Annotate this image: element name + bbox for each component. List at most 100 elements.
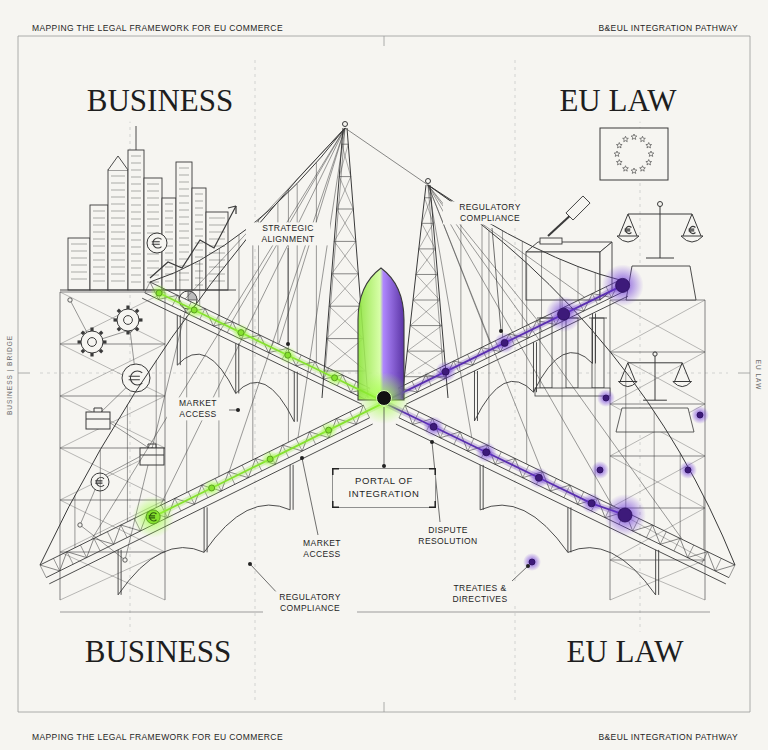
bridge-deck <box>40 405 373 595</box>
building-window <box>179 252 189 253</box>
deck-edge <box>399 418 729 578</box>
building-window <box>195 250 203 251</box>
bridge-arch <box>474 381 533 421</box>
flag-star <box>614 151 620 156</box>
chart-arrowhead <box>228 206 236 214</box>
flag-star <box>646 143 652 148</box>
building-window <box>147 219 159 220</box>
building-window <box>195 194 203 195</box>
purple-node <box>616 278 630 292</box>
building-window <box>209 281 225 282</box>
lattice-post <box>705 300 706 600</box>
tower-brace <box>419 249 438 275</box>
frame-line <box>18 373 30 374</box>
bridge-pier <box>238 343 239 393</box>
green-node <box>332 375 338 381</box>
frame-line <box>738 373 750 374</box>
briefcase-body <box>86 412 110 429</box>
flag-star <box>648 151 654 156</box>
gear-tooth <box>100 332 102 334</box>
building-window <box>71 258 87 259</box>
building-window <box>131 219 141 220</box>
flag-star <box>640 166 646 171</box>
purple-node <box>685 467 691 473</box>
bridge-arch <box>568 548 656 595</box>
hanger-cable <box>703 497 704 550</box>
header-text: MAPPING THE LEGAL FRAMEWORK FOR EU COMME… <box>30 22 285 35</box>
gear-tooth <box>103 340 107 343</box>
coin-icon <box>122 364 150 392</box>
tower-brace <box>339 177 353 209</box>
green-glow <box>150 284 168 302</box>
deck-strut <box>701 552 707 565</box>
tower-brace <box>416 249 435 275</box>
lattice-brace <box>610 352 705 404</box>
building-window <box>111 260 125 261</box>
purple-glow <box>476 442 497 463</box>
bridge-pier <box>180 315 181 365</box>
gear-tooth <box>136 328 138 330</box>
building-window <box>111 225 125 226</box>
suspension-cables <box>428 185 620 366</box>
lattice-post <box>165 292 166 600</box>
building-window <box>165 225 173 226</box>
deck-edge <box>396 424 726 584</box>
deck-strut <box>729 565 735 578</box>
building-window <box>71 279 87 280</box>
building-window <box>131 275 141 276</box>
briefcase-icon <box>140 444 164 465</box>
building-window <box>131 212 141 213</box>
leader-line <box>288 248 289 344</box>
gear-tooth <box>126 331 129 335</box>
bridge-arch <box>533 353 592 393</box>
building-window <box>195 264 203 265</box>
tower-brace <box>407 326 442 352</box>
scale-pan <box>681 236 703 242</box>
deck-strut <box>121 525 127 538</box>
building-window <box>195 257 203 258</box>
bridge-pier <box>655 550 656 595</box>
ground-line <box>60 290 236 291</box>
gear-rim <box>81 331 103 353</box>
purple-node <box>483 449 490 456</box>
stay-cable <box>428 185 443 366</box>
building-window <box>147 191 159 192</box>
pedestal-block <box>526 252 600 300</box>
purple-node <box>618 508 632 522</box>
callout-label: TREATIES & DIRECTIVES <box>438 582 522 605</box>
node-label: PORTAL OF INTEGRATION <box>342 475 426 501</box>
bridge-pier <box>121 550 122 595</box>
deck-truss <box>405 405 735 571</box>
leader-dot <box>526 564 530 568</box>
deck-edge <box>49 424 372 584</box>
bridge-pier <box>297 372 298 422</box>
building-window <box>131 268 141 269</box>
building-window <box>179 168 189 169</box>
building-window <box>111 204 125 205</box>
frame-line <box>384 702 385 712</box>
purple-node <box>697 412 703 418</box>
building-window <box>209 274 225 275</box>
gear-tooth <box>100 350 102 352</box>
corner-bracket <box>333 469 435 507</box>
section-title: EU LAW <box>557 81 678 122</box>
tower-brace <box>332 274 361 306</box>
euro-symbol <box>129 371 143 385</box>
building-window <box>111 281 125 282</box>
lattice-bar <box>610 352 705 353</box>
stay-cable <box>326 128 346 367</box>
building-window <box>165 267 173 268</box>
purple-glow <box>602 264 644 306</box>
bridge-pier <box>293 465 294 510</box>
lattice-brace <box>60 552 165 600</box>
pie-slice <box>188 291 197 300</box>
callout-label: MARKET ACCESS <box>291 537 353 560</box>
purple-node <box>529 559 535 565</box>
frame <box>18 36 750 712</box>
building-window <box>111 267 125 268</box>
building-window <box>111 218 125 219</box>
tower-brace <box>410 325 442 326</box>
lattice-brace <box>610 560 705 600</box>
gavel-head <box>566 196 590 220</box>
green-pathway <box>159 293 377 398</box>
